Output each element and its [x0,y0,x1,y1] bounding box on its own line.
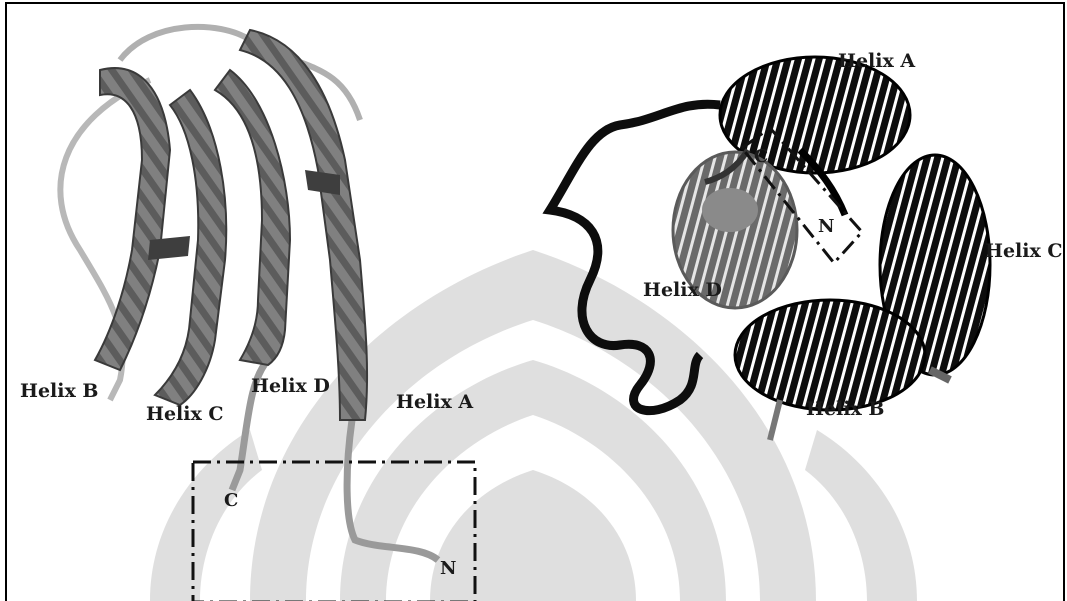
side-view-label-helix-c: Helix C [146,403,224,425]
top-view-label-helix-b: Helix B [806,398,884,420]
top-view-structure [550,57,990,440]
side-view-label-helix-b: Helix B [20,380,98,402]
side-view-dark-band-2 [148,236,190,260]
top-view-label-helix-a: Helix A [838,50,915,72]
top-view-label-helix-d: Helix D [643,279,722,301]
side-view-label-n-terminus: N [440,558,456,579]
top-view-lower-tail [770,400,780,440]
top-view-label-n-terminus: N [818,216,834,237]
side-view-label-c-terminus: C [224,490,238,511]
top-view-label-c-terminus: C [754,146,768,167]
side-view-label-helix-a: Helix A [396,391,473,413]
side-view-label-helix-d: Helix D [251,375,330,397]
top-view-label-helix-c: Helix C [985,240,1063,262]
top-view-helix-d-core [702,188,758,232]
top-view-helix-b [735,300,925,410]
side-view-helix-b [95,68,170,370]
